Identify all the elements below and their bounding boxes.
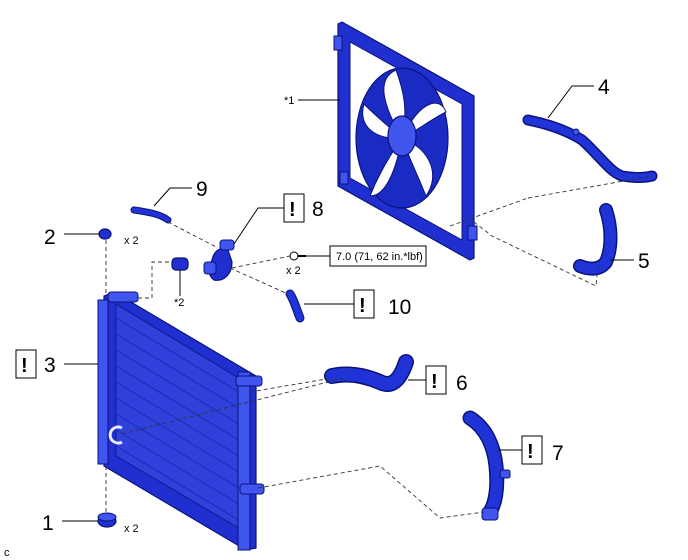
hose-10 — [285, 289, 305, 323]
callout-1: 1 — [42, 512, 54, 535]
corner-code: c — [4, 547, 10, 559]
cooling-fan-assembly — [333, 21, 478, 261]
bolt — [289, 251, 306, 261]
upper-support-cushion — [98, 228, 112, 240]
radiator-assembly — [97, 291, 265, 551]
callout-6: 6 — [456, 372, 468, 395]
callout-2: 2 — [44, 226, 56, 249]
important-mark-10: ! — [359, 295, 366, 317]
lower-radiator-hose-7 — [462, 410, 511, 521]
qty-label-bottom: x 2 — [124, 523, 139, 535]
upper-radiator-hose-6 — [324, 354, 414, 392]
torque-spec: 7.0 (71, 62 in.*lbf) — [336, 251, 423, 263]
callout-star2: *2 — [174, 297, 184, 309]
callout-9: 9 — [196, 178, 208, 201]
callout-7: 7 — [552, 442, 564, 465]
important-mark-7: ! — [527, 441, 534, 463]
callout-star1: *1 — [284, 95, 294, 107]
callout-10: 10 — [388, 296, 411, 319]
important-mark-3: ! — [21, 355, 28, 377]
callout-3: 3 — [44, 354, 56, 377]
dashed-connectors — [105, 175, 653, 519]
hose-clamp-part — [171, 257, 189, 271]
upper-hose-4 — [522, 114, 658, 183]
lower-support-cushion — [97, 512, 117, 528]
callout-5: 5 — [638, 250, 650, 273]
important-box-3 — [15, 349, 37, 379]
reservoir-hose-9 — [130, 206, 172, 224]
qty-label-top: x 2 — [124, 235, 139, 247]
water-outlet-8 — [203, 239, 235, 281]
hose-5 — [573, 203, 618, 276]
important-mark-6: ! — [431, 371, 438, 393]
callout-4: 4 — [598, 76, 610, 99]
important-mark-8: ! — [289, 199, 296, 221]
callout-8: 8 — [312, 198, 324, 221]
qty-label-bolt: x 2 — [286, 265, 301, 277]
